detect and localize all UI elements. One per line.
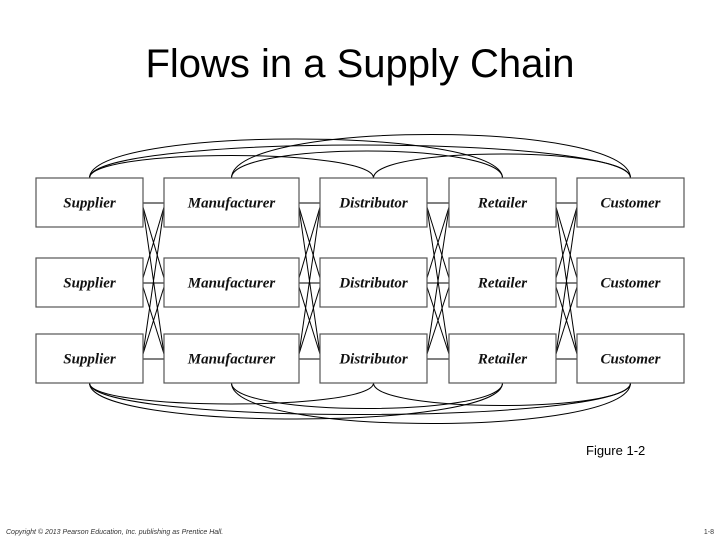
stage-box-customer: Customer xyxy=(576,257,685,308)
flow-link xyxy=(142,207,165,355)
stage-label: Retailer xyxy=(477,196,527,212)
stage-box-retailer: Retailer xyxy=(448,257,557,308)
stage-label: Supplier xyxy=(63,276,116,292)
flow-arc xyxy=(231,150,503,179)
stage-label: Supplier xyxy=(63,196,116,212)
flow-link xyxy=(426,206,450,279)
stage-box-customer: Customer xyxy=(576,333,685,384)
stage-box-distributor: Distributor xyxy=(319,257,428,308)
stage-label: Supplier xyxy=(63,352,116,368)
stage-label: Customer xyxy=(600,276,660,292)
flow-link xyxy=(142,206,165,279)
stage-label: Manufacturer xyxy=(187,196,276,212)
flow-link xyxy=(298,206,321,279)
stage-label: Customer xyxy=(600,352,660,368)
stage-box-supplier: Supplier xyxy=(35,333,144,384)
flow-connectors xyxy=(142,202,578,360)
stage-box-distributor: Distributor xyxy=(319,333,428,384)
stage-label: Manufacturer xyxy=(187,276,276,292)
slide-title: Flows in a Supply Chain xyxy=(145,42,575,86)
stage-box-distributor: Distributor xyxy=(319,177,428,228)
flow-link xyxy=(555,207,578,355)
stage-label: Retailer xyxy=(477,276,527,292)
flow-arc xyxy=(89,138,503,179)
stage-label: Manufacturer xyxy=(187,352,276,368)
flow-arc xyxy=(231,382,503,409)
stage-box-retailer: Retailer xyxy=(448,177,557,228)
stage-label: Distributor xyxy=(338,196,408,212)
flow-link xyxy=(426,286,450,355)
figure-caption: Figure 1-2 xyxy=(586,443,646,458)
stage-label: Distributor xyxy=(338,352,408,368)
stage-label: Distributor xyxy=(338,276,408,292)
flow-arc xyxy=(89,382,374,405)
flow-link xyxy=(555,206,578,279)
flow-link xyxy=(142,286,165,355)
flow-arc xyxy=(89,382,631,415)
flow-arc xyxy=(89,144,631,179)
stage-box-manufacturer: Manufacturer xyxy=(163,257,300,308)
flow-arc xyxy=(89,155,374,179)
stage-box-manufacturer: Manufacturer xyxy=(163,333,300,384)
stage-label: Retailer xyxy=(477,352,527,368)
flow-arc xyxy=(231,382,631,424)
copyright-footer: Copyright © 2013 Pearson Education, Inc.… xyxy=(6,529,224,536)
flow-arcs xyxy=(89,134,631,424)
flow-arc xyxy=(231,134,631,179)
stage-box-supplier: Supplier xyxy=(35,177,144,228)
flow-link xyxy=(555,286,578,355)
stage-label: Customer xyxy=(600,196,660,212)
flow-link xyxy=(298,286,321,355)
stage-box-supplier: Supplier xyxy=(35,257,144,308)
stage-box-manufacturer: Manufacturer xyxy=(163,177,300,228)
flow-link xyxy=(298,207,321,355)
stage-box-customer: Customer xyxy=(576,177,685,228)
page-number: 1-8 xyxy=(703,529,714,536)
stage-box-retailer: Retailer xyxy=(448,333,557,384)
flow-arc xyxy=(89,382,503,420)
flow-link xyxy=(426,207,450,355)
